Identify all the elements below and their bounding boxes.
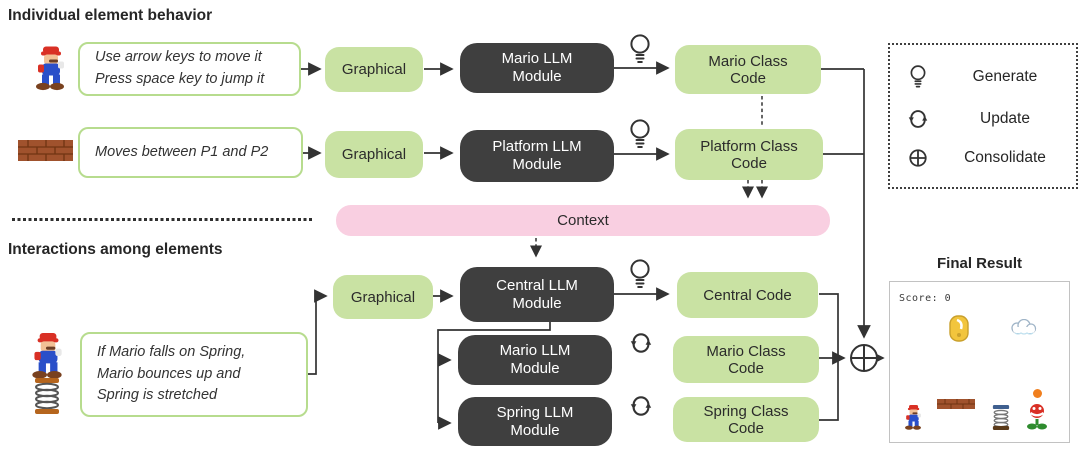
legend-label: Update	[980, 109, 1030, 127]
platform-llm-module-box: Platform LLM Module	[460, 130, 614, 182]
consolidate-icon	[909, 149, 927, 167]
module-label: Module	[510, 360, 560, 377]
code-label: Platform Class	[700, 137, 798, 155]
section-divider	[12, 218, 314, 221]
update-icon	[630, 396, 652, 416]
update-icon	[908, 110, 928, 128]
brick-icon	[937, 399, 975, 409]
platform-behavior-prompt: Moves between P1 and P2	[78, 127, 303, 178]
bell-icon	[949, 315, 969, 342]
spring-icon	[35, 378, 59, 414]
module-label: Mario LLM	[501, 50, 573, 68]
stage-label: Graphical	[341, 61, 407, 78]
section-heading-individual: Individual element behavior	[8, 7, 213, 24]
spring-llm-module-box: Spring LLM Module	[458, 397, 612, 446]
platform-class-code-box: Platform Class Code	[675, 129, 823, 180]
score-text: Score: 0	[899, 293, 952, 304]
mario-icon	[905, 405, 921, 430]
module-label: Spring LLM	[496, 403, 574, 421]
cloud-icon	[1011, 319, 1037, 335]
code-label: Spring Class	[703, 402, 789, 420]
code-label: Mario Class	[708, 52, 788, 70]
generate-icon	[630, 259, 650, 288]
legend-row-generate: Generate	[908, 64, 1058, 90]
ball-icon	[1033, 389, 1042, 398]
code-label: Mario Class	[706, 342, 786, 360]
graphical-stage-box: Graphical	[333, 275, 433, 319]
generate-icon	[630, 34, 650, 63]
module-label: Central LLM	[496, 276, 578, 294]
mario-llm-module-box: Mario LLM Module	[458, 335, 612, 385]
module-label: Module	[510, 421, 560, 439]
code-label: Code	[728, 419, 764, 437]
module-label: Module	[512, 68, 562, 85]
section-heading-interactions: Interactions among elements	[8, 241, 223, 258]
mario-icon	[32, 333, 62, 379]
consolidate-icon	[850, 344, 878, 372]
code-label: Central Code	[703, 286, 792, 304]
module-label: Module	[512, 156, 562, 173]
stage-label: Graphical	[350, 288, 416, 306]
mario-llm-module-box: Mario LLM Module	[460, 43, 614, 93]
code-label: Code	[731, 154, 767, 172]
context-label: Context	[557, 212, 609, 229]
mario-behavior-prompt: Use arrow keys to move it Press space ke…	[78, 42, 301, 96]
module-label: Mario LLM	[499, 342, 571, 360]
prompt-line: Moves between P1 and P2	[95, 143, 269, 160]
update-icon	[630, 333, 652, 353]
mario-class-code-box: Mario Class Code	[673, 336, 819, 383]
code-label: Code	[728, 359, 764, 377]
piranha-plant-icon	[1027, 403, 1047, 430]
central-llm-module-box: Central LLM Module	[460, 267, 614, 322]
code-label: Code	[730, 69, 766, 87]
spring-class-code-box: Spring Class Code	[673, 397, 819, 442]
generate-icon	[630, 119, 650, 148]
prompt-line: Mario bounces up and	[97, 365, 241, 382]
prompt-line: Spring is stretched	[97, 387, 218, 404]
generate-icon	[910, 65, 926, 88]
stage-label: Graphical	[341, 146, 407, 163]
final-result-title: Final Result	[936, 255, 1022, 272]
interaction-prompt: If Mario falls on Spring, Mario bounces …	[80, 332, 308, 417]
prompt-line: If Mario falls on Spring,	[97, 343, 246, 360]
module-label: Module	[512, 294, 562, 312]
module-label: Platform LLM	[492, 138, 582, 156]
spring-icon	[992, 405, 1010, 430]
prompt-line: Press space key to jump it	[95, 71, 265, 87]
graphical-stage-box: Graphical	[325, 131, 423, 178]
central-code-box: Central Code	[677, 272, 818, 318]
platform-icon	[18, 140, 73, 161]
legend-label: Generate	[972, 68, 1038, 86]
prompt-line: Use arrow keys to move it	[95, 49, 262, 66]
context-bar: Context	[336, 205, 830, 236]
legend-box: Generate Update Consolidate	[888, 43, 1078, 189]
legend-row-update: Update	[908, 109, 1058, 129]
graphical-stage-box: Graphical	[325, 47, 423, 92]
final-result-game-screen: Score: 0	[889, 281, 1070, 443]
mario-class-code-box: Mario Class Code	[675, 45, 821, 94]
mario-icon	[36, 46, 64, 91]
legend-row-consolidate: Consolidate	[908, 148, 1058, 168]
legend-label: Consolidate	[964, 148, 1046, 166]
